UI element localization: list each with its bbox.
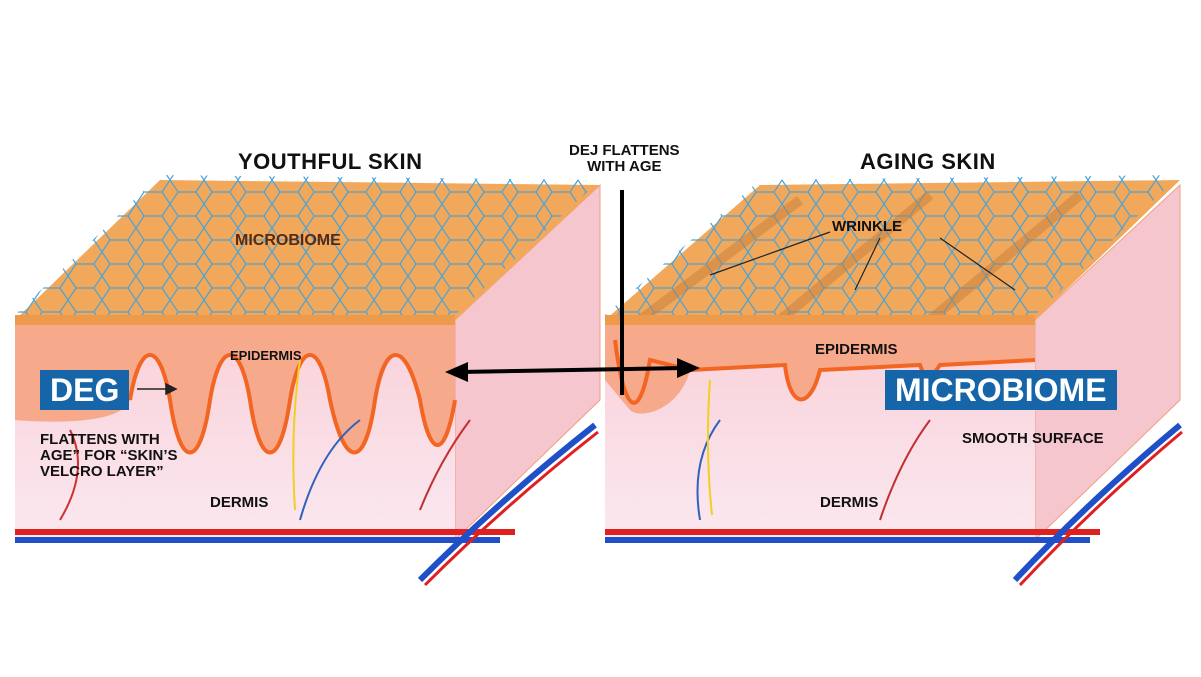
youthful-epidermis (15, 320, 455, 453)
deg-note: FLATTENS WITH AGE” FOR “SKIN’S VELCRO LA… (40, 432, 178, 479)
youthful-dermis-label: DERMIS (210, 494, 269, 511)
youthful-vessels (59, 359, 471, 521)
aging-dermis-label: DERMIS (820, 494, 879, 511)
aging-skin-title: AGING SKIN (860, 149, 996, 174)
dej-double-arrow (445, 358, 700, 382)
youthful-dej-line (128, 353, 457, 455)
aging-mesh (605, 175, 1180, 315)
deg-note-line: AGE” FOR “SKIN’S (40, 446, 178, 464)
youthful-epidermis-label: EPIDERMIS (230, 348, 302, 363)
deg-arrow (137, 382, 178, 396)
deg-note-line: FLATTENS WITH (40, 431, 160, 448)
youthful-mesh (15, 175, 600, 315)
smooth-surface-label: SMOOTH SURFACE (962, 430, 1104, 447)
dej-label-line: DEJ FLATTENS (569, 142, 680, 159)
dej-label-line: WITH AGE (587, 157, 662, 175)
aging-epidermis-label: EPIDERMIS (815, 341, 898, 358)
aging-skin-block (605, 175, 1183, 587)
aging-epidermis (605, 320, 1035, 414)
microbiome-label-box: MICROBIOME (885, 370, 1117, 410)
youthful-skin-title: YOUTHFUL SKIN (238, 149, 423, 174)
deg-note-line: VELCRO LAYER” (40, 462, 164, 480)
wrinkle-label: WRINKLE (832, 218, 902, 235)
youthful-microbiome-label: MICROBIOME (235, 232, 341, 249)
wrinkle-pointers (709, 231, 1016, 291)
youthful-skin-block (15, 175, 601, 587)
dej-flattens-label: DEJ FLATTENS WITH AGE (569, 143, 680, 175)
deg-label-box: DEG (40, 370, 130, 410)
